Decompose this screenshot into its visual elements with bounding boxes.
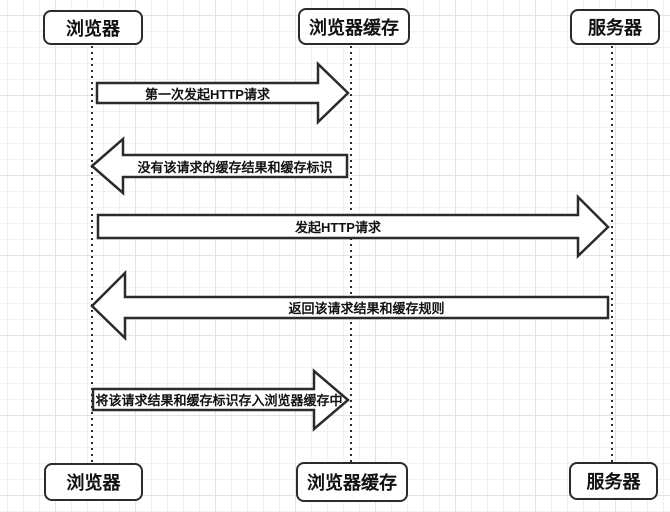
actor-bottom-browser: 浏览器 — [44, 463, 143, 501]
message-arrow-no-cache-result — [90, 136, 349, 196]
lifeline-browser — [91, 46, 93, 462]
actor-top-browser-cache-label: 浏览器缓存 — [309, 17, 399, 38]
actor-top-browser-label: 浏览器 — [66, 18, 120, 39]
lifeline-server — [611, 46, 613, 462]
actor-bottom-browser-cache-label: 浏览器缓存 — [307, 473, 397, 493]
lifeline-browser-cache — [350, 46, 352, 462]
message-arrow-first-http-request — [95, 61, 350, 125]
actor-top-server-label: 服务器 — [588, 18, 642, 38]
actor-bottom-server-label: 服务器 — [586, 472, 641, 492]
actor-bottom-browser-label: 浏览器 — [66, 473, 121, 493]
actor-top-browser-cache: 浏览器缓存 — [298, 8, 410, 45]
message-arrow-return-result — [90, 269, 610, 341]
message-arrow-http-request — [96, 193, 610, 259]
message-arrow-store-to-cache — [91, 368, 350, 432]
actor-bottom-browser-cache: 浏览器缓存 — [296, 462, 408, 502]
actor-top-browser: 浏览器 — [43, 10, 143, 45]
actor-bottom-server: 服务器 — [569, 462, 658, 500]
actor-top-server: 服务器 — [570, 9, 660, 45]
